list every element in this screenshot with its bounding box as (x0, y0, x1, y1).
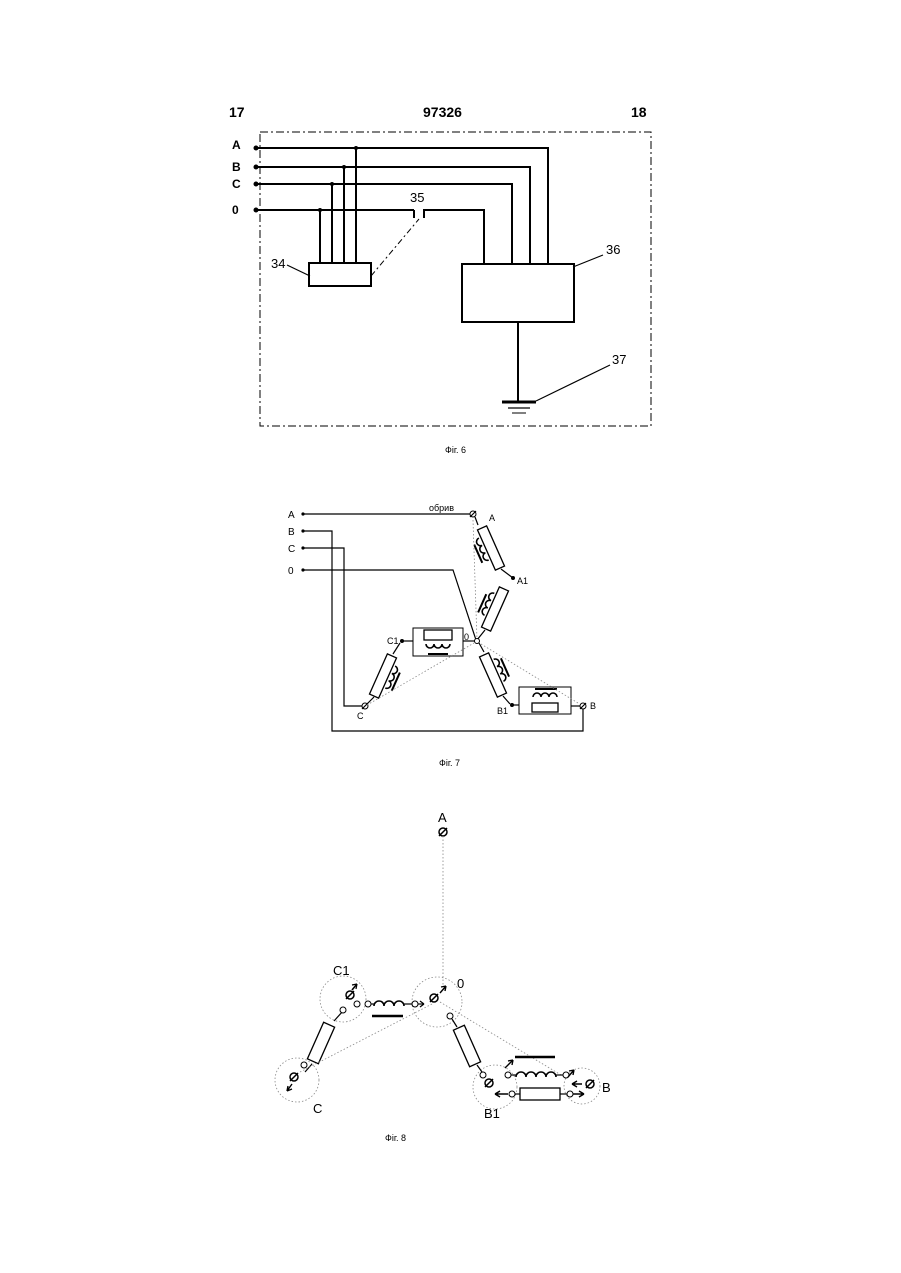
diagram-shape (365, 1001, 371, 1007)
fig8-inductor-b (516, 1072, 556, 1077)
junction-dot (511, 576, 515, 580)
diagram-shape (354, 1001, 360, 1007)
fig8-node-a: A (438, 810, 447, 825)
diagram-shape (447, 1013, 453, 1019)
fig8-zone-b1 (473, 1065, 517, 1109)
diagram-line (452, 1019, 457, 1027)
fig6-leader-36 (573, 255, 603, 267)
figure-8: A C1 0 C B1 B (275, 810, 611, 1121)
diagram-rect (453, 1025, 480, 1066)
fig8-zone-0 (412, 977, 462, 1027)
fig6-line-a (256, 148, 548, 265)
diagram-shape (412, 1001, 418, 1007)
diagram-shape (563, 1072, 569, 1078)
fig7-element-b-lower (519, 687, 571, 714)
diagram-shape (567, 1091, 573, 1097)
fig6-ref-34: 34 (271, 256, 285, 271)
figure-6: A B C 0 (232, 132, 651, 426)
junction-dot (318, 208, 322, 212)
diagram-rect (369, 654, 396, 698)
diagram-line (505, 1060, 513, 1068)
fig8-resistor-b1-b (520, 1088, 560, 1100)
fig6-leader-37 (536, 365, 610, 401)
fig7-node-a1: A1 (517, 576, 528, 586)
fig6-phase-label-c: C (232, 177, 241, 191)
diagram-line (474, 545, 482, 563)
fig7-break-label: обрив (429, 503, 454, 513)
fig7-node-a: A (489, 513, 495, 523)
fig8-zone-b (564, 1068, 600, 1104)
junction-dot (400, 639, 404, 643)
fig8-resistor-c (307, 1022, 334, 1063)
inductor-coil (533, 693, 557, 697)
fig7-element-a-lower (473, 583, 508, 631)
diagram-rect (532, 703, 558, 712)
diagram-line (572, 1081, 582, 1087)
junction-dot (354, 146, 358, 150)
fig6-caption: Фіг. 6 (445, 445, 466, 455)
junction-dot (330, 182, 334, 186)
fig7-neutral-node (475, 639, 480, 644)
fig6-phase-label-a: A (232, 138, 241, 152)
fig7-element-c-lower (369, 654, 404, 702)
diagram-shape (505, 1072, 511, 1078)
fig8-caption: Фіг. 8 (385, 1133, 406, 1143)
fig8-resistor-b (453, 1025, 480, 1066)
fig7-node-b1: B1 (497, 706, 508, 716)
junction-dot (342, 165, 346, 169)
diagram-rect (307, 1022, 334, 1063)
fig8-node-b: B (602, 1080, 611, 1095)
diagram-line (440, 986, 446, 993)
fig8-node-c: C (313, 1101, 322, 1116)
fig6-line-c (256, 184, 512, 265)
diagram-rect (424, 630, 452, 640)
fig7-element-c-upper (413, 628, 463, 656)
fig6-leader-34 (287, 265, 310, 276)
fig7-caption: Фіг. 7 (439, 758, 460, 768)
diagram-line (477, 1065, 482, 1072)
fig7-node-c: C (357, 711, 364, 721)
fig7-phase-label-c: C (288, 544, 295, 555)
diagram-shape (509, 1091, 515, 1097)
diagram-line (287, 1084, 292, 1091)
fig6-ref-36: 36 (606, 242, 620, 257)
fig8-zone-c1 (320, 976, 366, 1022)
diagram-line (475, 517, 478, 525)
fig6-unit-36-box (462, 264, 574, 322)
fig6-ref-35: 35 (410, 190, 424, 205)
fig6-line-0-right (424, 210, 484, 265)
diagram-line (495, 1091, 508, 1097)
fig7-phase-label-a: A (288, 510, 295, 521)
fig8-node-zero: 0 (457, 976, 464, 991)
inductor-coil (426, 644, 450, 648)
fig6-unit-34-box (309, 263, 371, 286)
fig7-node-c1: C1 (387, 636, 399, 646)
figure-7: A B C 0 обрив A A1 (288, 503, 596, 731)
diagram-rect (477, 526, 504, 570)
diagram-line (503, 696, 510, 704)
diagram-line (392, 673, 400, 691)
diagram-rect (481, 587, 508, 631)
fig7-phase-label-b: B (288, 527, 295, 538)
fig7-phase-label-0: 0 (288, 566, 294, 577)
fig8-node-b1: B1 (484, 1106, 500, 1121)
diagram-shape (480, 1072, 486, 1078)
fig8-inductor-c1-0 (374, 1001, 404, 1006)
diagram-shape (340, 1007, 346, 1013)
fig8-node-c1: C1 (333, 963, 350, 978)
fig6-phase-label-b: B (232, 160, 241, 174)
diagram-line (473, 520, 477, 640)
diagram-shape (301, 1062, 307, 1068)
fig6-phase-label-0: 0 (232, 203, 239, 217)
fig6-control-link-dashed (371, 219, 419, 276)
diagram-line (573, 1091, 584, 1097)
fig7-node-b: B (590, 701, 596, 711)
fig7-element-b-upper (479, 649, 514, 697)
fig6-ref-37: 37 (612, 352, 626, 367)
diagram-line (501, 569, 513, 578)
